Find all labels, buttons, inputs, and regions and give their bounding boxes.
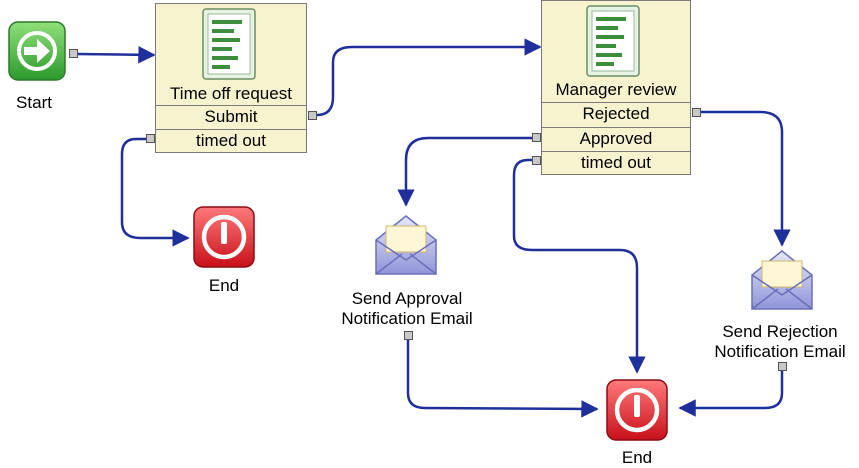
rejection-email-label-line2: Notification Email — [714, 342, 846, 361]
task-manager-review[interactable]: Manager review Rejected Approved timed o… — [541, 0, 691, 175]
approval-email-label-line1: Send Approval — [351, 289, 463, 308]
task-title: Manager review — [555, 80, 677, 99]
end-label: End — [621, 448, 653, 467]
outcome-timed-out[interactable]: timed out — [156, 129, 306, 153]
task-time-off-request[interactable]: Time off request Submit timed out — [155, 3, 307, 153]
connector-timedout-to-end — [120, 137, 190, 247]
connector-rejected-to-rejection-email — [696, 110, 791, 247]
rejection-email-label-line1: Send Rejection — [722, 322, 838, 341]
rejected-output-port[interactable] — [692, 108, 701, 117]
task-title: Time off request — [170, 84, 292, 103]
timed-out-output-port[interactable] — [146, 134, 155, 143]
form-icon — [202, 8, 256, 80]
envelope-icon[interactable] — [372, 212, 440, 278]
connector-approved-to-approval-email — [397, 136, 536, 207]
timed-out-output-port[interactable] — [532, 156, 541, 165]
outcome-timed-out[interactable]: timed out — [542, 151, 690, 175]
end-stop-icon[interactable] — [605, 378, 669, 442]
form-icon — [586, 5, 640, 77]
connector-submit-to-manager — [316, 38, 542, 117]
connector-approval-email-to-end — [406, 338, 599, 418]
envelope-icon[interactable] — [748, 247, 816, 313]
end-stop-icon[interactable] — [192, 205, 256, 269]
outcome-rejected[interactable]: Rejected — [542, 102, 690, 127]
rejection-email-label: Send Rejection Notification Email — [701, 322, 859, 362]
approved-output-port[interactable] — [532, 133, 541, 142]
start-label: Start — [16, 93, 52, 112]
approval-email-output-port[interactable] — [404, 331, 413, 340]
connector-rejection-email-to-end — [678, 369, 784, 417]
connector-start-to-request — [77, 46, 156, 64]
end-label: End — [208, 276, 240, 295]
approval-email-label-line2: Notification Email — [341, 309, 473, 328]
start-output-port[interactable] — [69, 49, 78, 58]
rejection-email-output-port[interactable] — [778, 362, 787, 371]
approval-email-label: Send Approval Notification Email — [326, 289, 488, 329]
submit-output-port[interactable] — [308, 111, 317, 120]
outcome-approved[interactable]: Approved — [542, 127, 690, 151]
outcome-submit[interactable]: Submit — [156, 105, 306, 129]
start-arrow-icon[interactable] — [7, 20, 67, 82]
connector-timedout-to-end-bottom — [512, 158, 646, 374]
